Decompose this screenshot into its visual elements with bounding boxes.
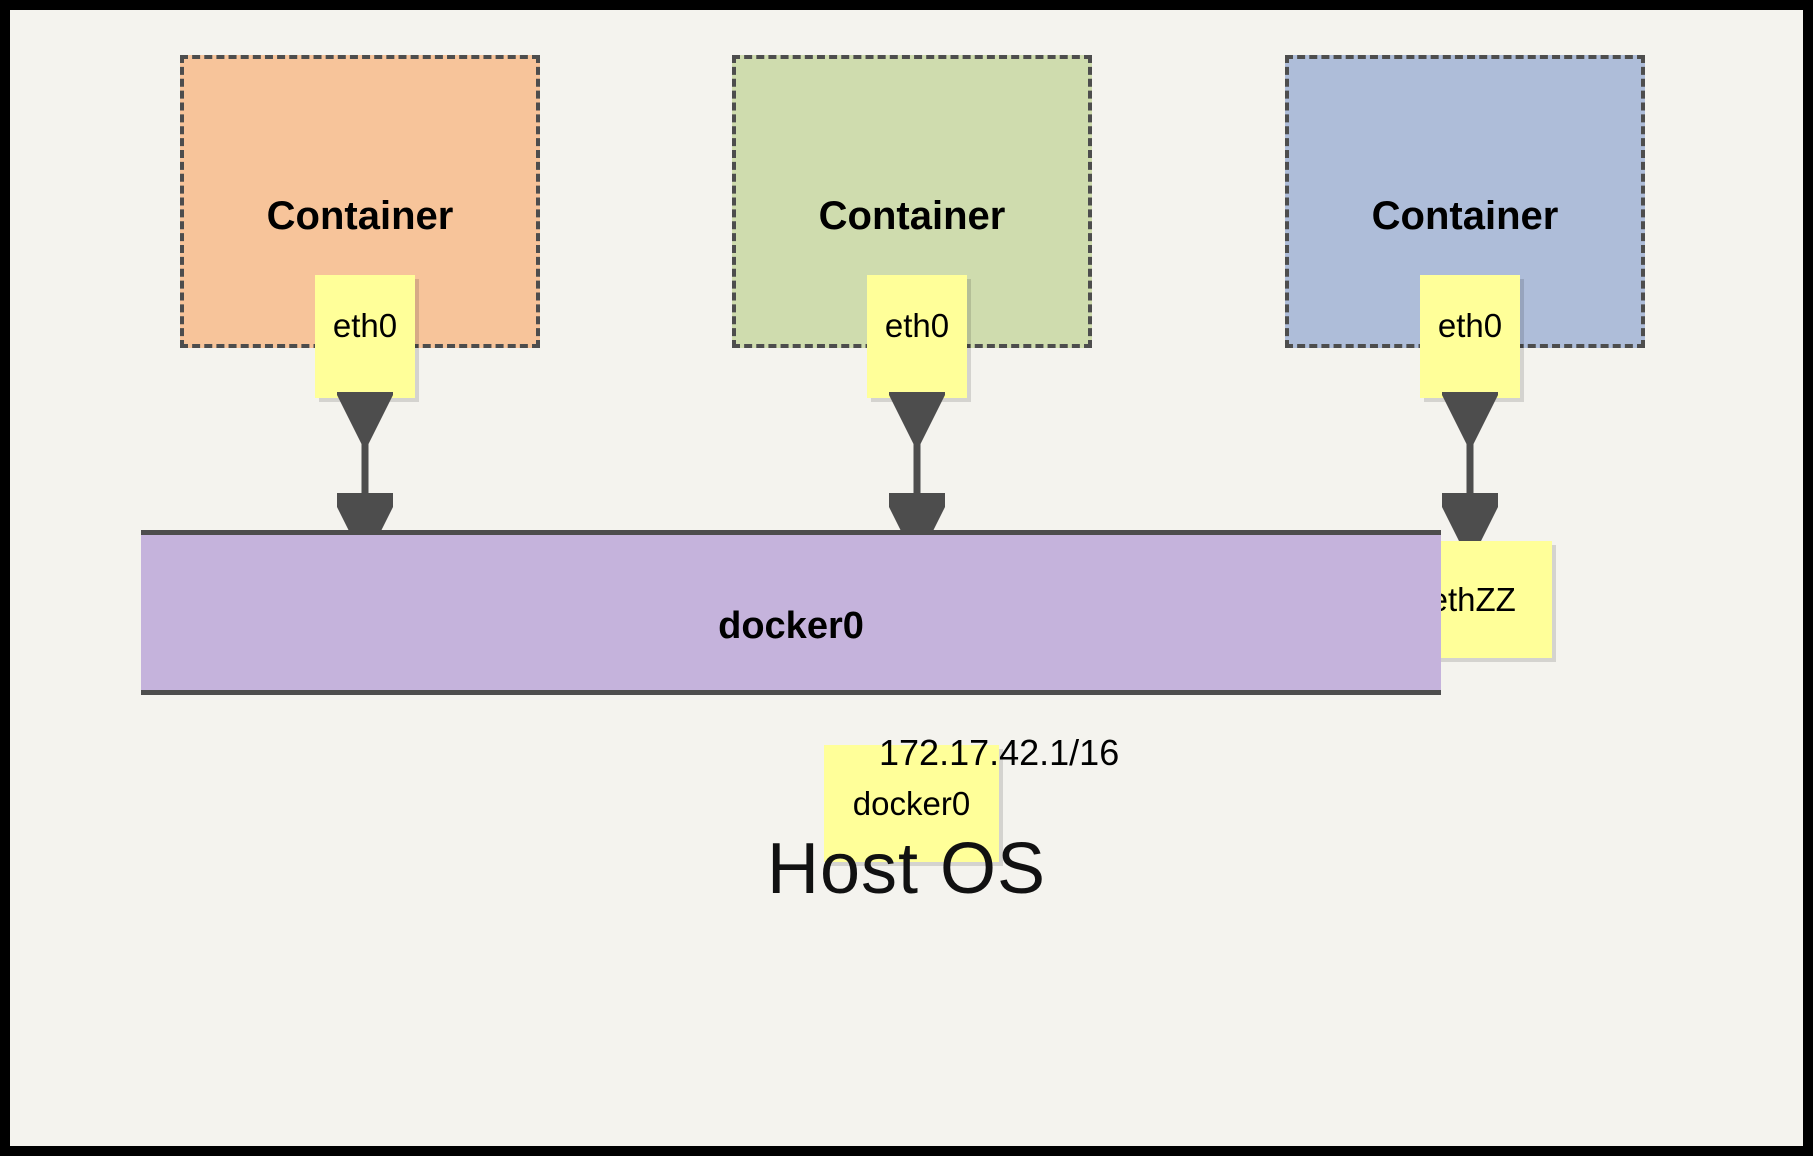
docker0-ip-address: 172.17.42.1/16 bbox=[879, 732, 1120, 773]
container-eth0-label-1: eth0 bbox=[332, 307, 398, 344]
docker0-bridge-bar[interactable]: docker0 bbox=[141, 530, 1441, 695]
host-os-canvas: Container eth0 vethXX Container et bbox=[10, 10, 1803, 1146]
veth-arrow-3 bbox=[1442, 392, 1498, 552]
container-eth0-label-3: eth0 bbox=[1437, 307, 1503, 344]
docker0-interface-box[interactable]: docker0 bbox=[824, 745, 999, 862]
veth-arrow-1 bbox=[337, 392, 393, 552]
veth-arrow-2 bbox=[889, 392, 945, 552]
host-os-title: Host OS bbox=[766, 829, 1047, 909]
container-eth0-1[interactable]: eth0 bbox=[315, 275, 415, 398]
container-title-1: Container bbox=[266, 194, 454, 238]
docker0-bridge-label: docker0 bbox=[718, 605, 864, 647]
container-eth0-label-2: eth0 bbox=[884, 307, 950, 344]
container-eth0-3[interactable]: eth0 bbox=[1420, 275, 1520, 398]
container-eth0-2[interactable]: eth0 bbox=[867, 275, 967, 398]
container-title-2: Container bbox=[818, 194, 1006, 238]
docker0-interface-label: docker0 bbox=[852, 784, 971, 822]
container-title-3: Container bbox=[1371, 194, 1559, 238]
